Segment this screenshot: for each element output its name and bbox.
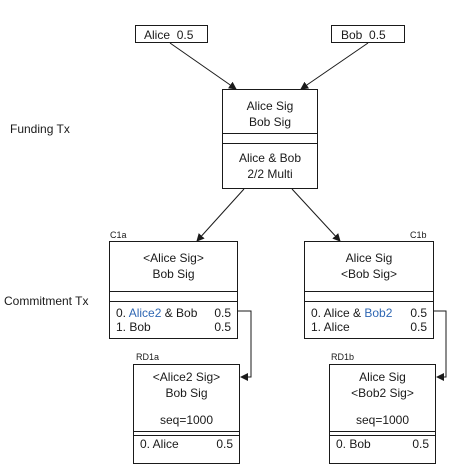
- arrow-alice-to-funding: [169, 42, 237, 90]
- input-alice: Alice 0.5: [135, 25, 208, 43]
- funding-output-line1: Alice & Bob: [238, 151, 302, 165]
- input-bob-name: Bob: [341, 28, 363, 42]
- funding-tx-label: Funding Tx: [10, 122, 70, 136]
- input-bob: Bob 0.5: [331, 25, 405, 43]
- c1a-output-0: 0. Alice2 & Bob 0.5: [116, 306, 231, 320]
- funding-output-line2: 2/2 Multi: [247, 167, 293, 181]
- rd1b-output-0: 0. Bob 0.5: [336, 437, 429, 451]
- rd1b-sig-alice: Alice Sig: [359, 370, 406, 384]
- c1a-box: <Alice Sig> Bob Sig 0. Alice2 & Bob 0.5 …: [109, 241, 238, 339]
- rd1a-seq: seq=1000: [159, 413, 214, 427]
- connector-arrows: [169, 42, 447, 381]
- c1a-sig-alice: <Alice Sig>: [143, 251, 204, 265]
- rd1b-sig-bob2: <Bob2 Sig>: [351, 386, 414, 400]
- c1a-output-0-highlight: Alice2: [128, 306, 162, 320]
- c1b-box: Alice Sig <Bob Sig> 0. Alice & Bob2 0.5 …: [304, 241, 434, 339]
- rd1a-sig-alice2: <Alice2 Sig>: [152, 370, 221, 384]
- funding-tx-box: Alice Sig Bob Sig Alice & Bob 2/2 Multi: [222, 89, 318, 189]
- arrow-funding-to-c1a: [196, 188, 245, 242]
- input-alice-amount: 0.5: [176, 28, 194, 42]
- c1a-output-1: 1. Bob 0.5: [116, 320, 231, 334]
- commitment-tx-label: Commitment Tx: [4, 294, 89, 308]
- funding-sig-bob: Bob Sig: [248, 115, 292, 129]
- rd1a-box: <Alice2 Sig> Bob Sig seq=1000 0. Alice 0…: [133, 364, 240, 464]
- input-bob-amount: 0.5: [369, 28, 386, 42]
- c1b-sig-alice: Alice Sig: [345, 251, 393, 265]
- funding-sig-alice: Alice Sig: [246, 99, 294, 113]
- c1a-id: C1a: [110, 230, 127, 240]
- c1b-sig-bob: <Bob Sig>: [340, 267, 398, 281]
- rd1b-box: Alice Sig <Bob2 Sig> seq=1000 0. Bob 0.5: [329, 364, 436, 464]
- arrow-bob-to-funding: [300, 42, 369, 90]
- c1a-sig-bob: Bob Sig: [152, 267, 195, 281]
- rd1b-seq: seq=1000: [355, 413, 410, 427]
- arrow-c1b-to-rd1b: [434, 310, 447, 381]
- input-alice-name: Alice: [144, 28, 171, 42]
- rd1a-sig-bob: Bob Sig: [165, 386, 208, 400]
- arrow-c1a-to-rd1a: [238, 310, 252, 381]
- c1b-output-0: 0. Alice & Bob2 0.5: [311, 306, 427, 320]
- c1b-id: C1b: [410, 230, 427, 240]
- rd1a-output-0: 0. Alice 0.5: [140, 437, 233, 451]
- rd1b-id: RD1b: [331, 352, 355, 362]
- arrow-funding-to-c1b: [291, 188, 341, 242]
- c1b-output-1: 1. Alice 0.5: [311, 320, 427, 334]
- rd1a-id: RD1a: [136, 352, 160, 362]
- c1b-output-0-highlight: Bob2: [364, 306, 393, 320]
